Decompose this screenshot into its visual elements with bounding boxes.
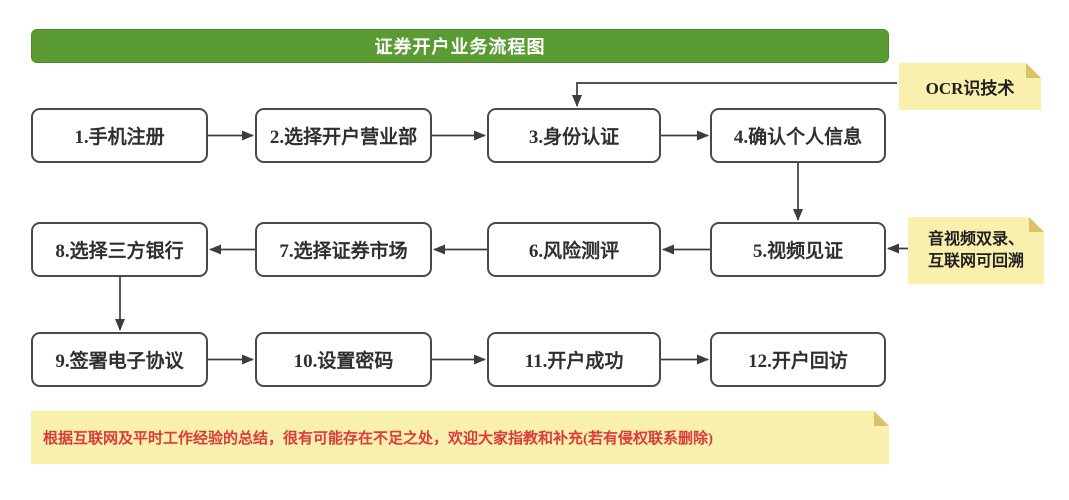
folded-corner-icon	[1026, 63, 1041, 78]
flow-step-9: 9.签署电子协议	[31, 332, 208, 387]
title-banner: 证券开户业务流程图	[31, 29, 889, 63]
flow-step-1: 1.手机注册	[31, 108, 208, 163]
video-note-line1: 音视频双录、	[927, 230, 1024, 248]
flow-step-5: 5.视频见证	[710, 222, 886, 277]
flow-step-10: 10.设置密码	[255, 332, 432, 387]
disclaimer-note: 根据互联网及平时工作经验的总结，很有可能存在不足之处，欢迎大家指教和补充(若有侵…	[31, 411, 889, 464]
arrow-ocrnote-step3	[572, 82, 897, 107]
flow-step-2: 2.选择开户营业部	[255, 108, 432, 163]
video-note-line2: 互联网可回溯	[927, 252, 1024, 270]
flow-step-7: 7.选择证券市场	[255, 222, 432, 277]
folded-corner-icon	[874, 411, 889, 426]
flow-step-3: 3.身份认证	[487, 108, 661, 163]
flow-step-8: 8.选择三方银行	[31, 222, 208, 277]
folded-corner-icon	[1029, 217, 1044, 232]
ocr-note-text: OCR识技术	[925, 79, 1015, 98]
flow-step-4: 4.确认个人信息	[710, 108, 886, 163]
disclaimer-text: 根据互联网及平时工作经验的总结，很有可能存在不足之处，欢迎大家指教和补充(若有侵…	[43, 431, 713, 447]
page-title: 证券开户业务流程图	[374, 37, 546, 57]
ocr-note: OCR识技术	[899, 63, 1041, 110]
video-record-note: 音视频双录、 互联网可回溯	[908, 217, 1044, 284]
flow-step-6: 6.风险测评	[487, 222, 661, 277]
flow-step-11: 11.开户成功	[487, 332, 661, 387]
flow-step-12: 12.开户回访	[710, 332, 886, 387]
